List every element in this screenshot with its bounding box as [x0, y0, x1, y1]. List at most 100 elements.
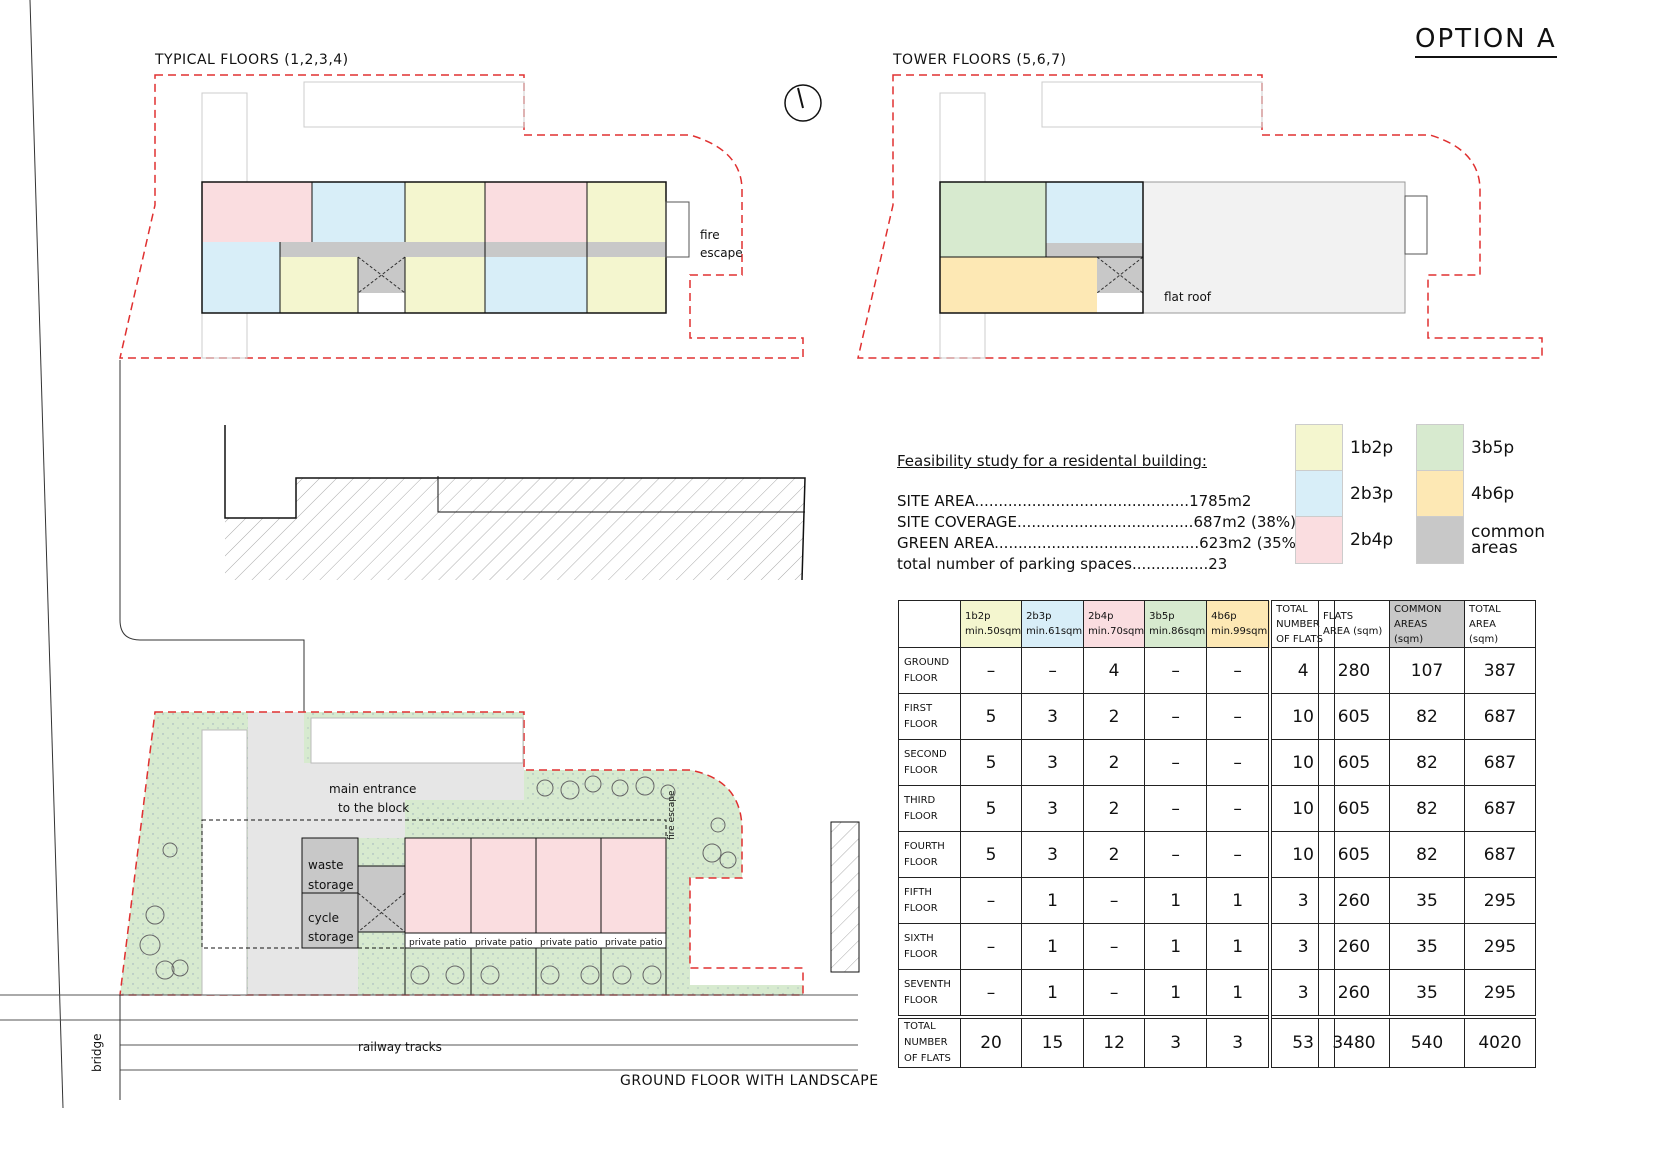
legend-swatch [1416, 424, 1464, 472]
waste-storage-label-2: storage [308, 878, 354, 892]
table-cell: 1 [1206, 877, 1271, 924]
ground-floor-plan [0, 711, 858, 1100]
area-cell: 540 [1389, 1015, 1465, 1068]
table-cell: 3 [1206, 1015, 1271, 1068]
area-cell: 107 [1389, 647, 1465, 694]
legend-label: common areas [1471, 522, 1546, 558]
area-cell: 82 [1389, 831, 1465, 878]
table-cell: 2 [1083, 739, 1146, 786]
feasibility-heading: Feasibility study for a residental build… [897, 452, 1207, 470]
site-area: SITE AREA...............................… [897, 492, 1252, 510]
area-cell: 605 [1318, 831, 1390, 878]
table-cell: 2 [1083, 831, 1146, 878]
legend-swatch [1295, 516, 1343, 564]
area-cell: 687 [1464, 739, 1536, 786]
parking-spaces: total number of parking spaces..........… [897, 555, 1228, 573]
main-entrance-label-2: to the block [338, 801, 409, 815]
legend-swatch [1416, 470, 1464, 518]
ground-floor-label: GROUND FLOOR WITH LANDSCAPE [620, 1073, 879, 1089]
area-cell: 687 [1464, 831, 1536, 878]
table-cell: – [959, 923, 1023, 970]
table-cell: 1 [1206, 923, 1271, 970]
table-cell: 3 [1021, 831, 1085, 878]
table-cell: – [1144, 693, 1208, 740]
area-cell: 605 [1318, 739, 1390, 786]
fire-escape-label-2: escape [700, 246, 743, 260]
table-cell: – [959, 647, 1023, 694]
area-cell: 3480 [1318, 1015, 1390, 1068]
area-cell: 605 [1318, 785, 1390, 832]
neighbouring-building [224, 425, 806, 581]
legend-label: 4b6p [1471, 484, 1515, 504]
cycle-storage-label-2: storage [308, 930, 354, 944]
road-edge [119, 360, 305, 763]
table-cell: 1 [1206, 969, 1271, 1018]
area-cell: 260 [1318, 877, 1390, 924]
area-cell: 82 [1389, 785, 1465, 832]
table-cell: 5 [959, 785, 1023, 832]
patio-label-3: private patio [540, 938, 598, 948]
area-cell: 35 [1389, 969, 1465, 1018]
option-title: OPTION A [1415, 24, 1557, 58]
table-cell: – [959, 877, 1023, 924]
table-cell: – [1144, 831, 1208, 878]
table-cell: – [1206, 693, 1271, 740]
table-cell: 1 [1021, 969, 1085, 1018]
area-cell: 605 [1318, 693, 1390, 740]
railway-label: railway tracks [358, 1040, 442, 1054]
area-cell: 295 [1464, 877, 1536, 924]
table-cell: – [1206, 739, 1271, 786]
area-cell: 4020 [1464, 1015, 1536, 1068]
fire-escape-stair [665, 201, 690, 258]
table-cell: – [1206, 647, 1271, 694]
north-arrow-icon [784, 84, 822, 122]
site-coverage: SITE COVERAGE...........................… [897, 513, 1297, 531]
table-cell: 2 [1083, 785, 1146, 832]
table-cell: 2 [1083, 693, 1146, 740]
main-entrance-label: main entrance [329, 782, 416, 796]
site-boundary [119, 74, 804, 359]
legend-swatch [1295, 470, 1343, 518]
typical-floor-plan [119, 74, 822, 359]
area-cell: 35 [1389, 923, 1465, 970]
legend-label: 3b5p [1471, 438, 1515, 458]
legend-label: 2b4p [1350, 530, 1394, 550]
table-cell: – [959, 969, 1023, 1018]
table-cell: 3 [1144, 1015, 1208, 1068]
area-cell: 82 [1389, 739, 1465, 786]
area-cell: 295 [1464, 969, 1536, 1018]
area-cell: 687 [1464, 693, 1536, 740]
table-cell: – [1206, 831, 1271, 878]
table-cell: 15 [1021, 1015, 1085, 1068]
patio-label-4: private patio [605, 938, 663, 948]
bridge-label: bridge [90, 1033, 104, 1072]
